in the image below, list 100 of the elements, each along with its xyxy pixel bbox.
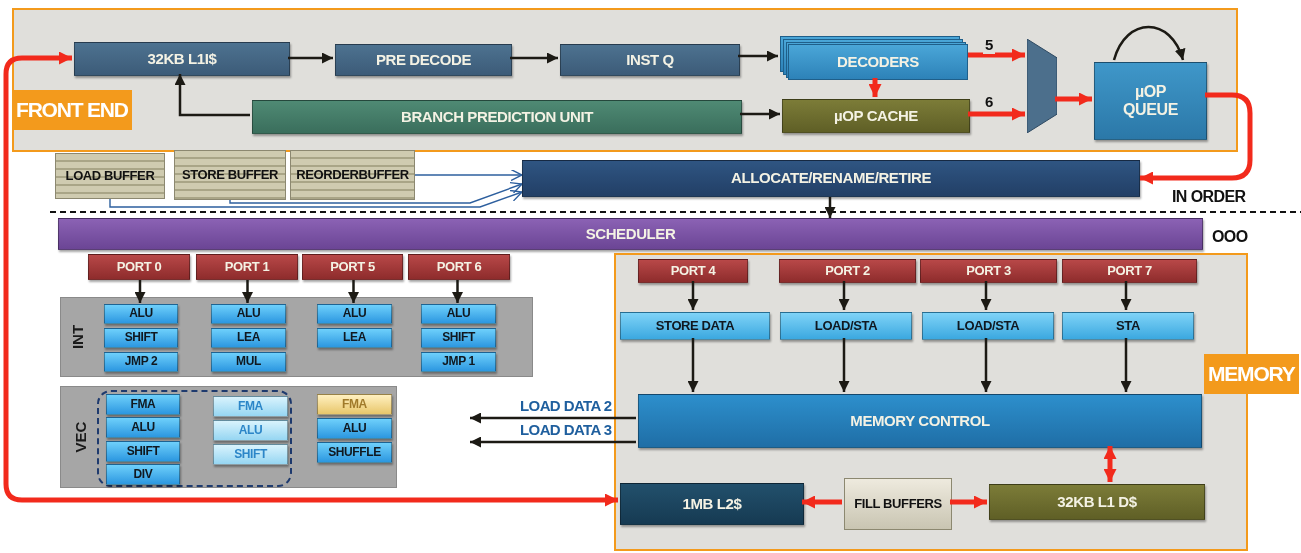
cache-box <box>782 99 970 133</box>
box-label: PORT 1 <box>224 259 270 275</box>
arrow <box>1103 446 1117 482</box>
arrow <box>968 107 1025 121</box>
unit-box <box>213 420 288 441</box>
arrow <box>242 280 253 303</box>
unit-box <box>421 352 496 372</box>
box-label: SHUFFLE <box>328 445 381 460</box>
buffer-box <box>290 150 415 200</box>
unit-box <box>317 394 392 415</box>
box-label: SHIFT <box>234 447 267 462</box>
port-box <box>638 259 748 283</box>
box-label: ALU <box>446 307 471 321</box>
port-box <box>920 259 1057 283</box>
arrow <box>414 168 523 182</box>
box-label: µOP CACHE <box>834 107 918 125</box>
arrow <box>510 52 558 64</box>
buffer-box <box>844 478 952 530</box>
arrow <box>1140 92 1253 185</box>
arrow <box>288 52 333 64</box>
unit-box <box>106 464 180 485</box>
box-label: SCHEDULER <box>585 225 676 243</box>
box-label: STORE DATA <box>655 318 735 334</box>
box-label: SHIFT <box>442 331 475 345</box>
box-label: ALU <box>236 307 261 321</box>
arrow <box>1120 281 1132 310</box>
process-box <box>638 394 1202 448</box>
box-label: ALU <box>342 421 367 436</box>
arrow <box>3 51 618 507</box>
arrow <box>134 280 146 303</box>
unit-box <box>211 328 286 348</box>
box-label: LOAD/STA <box>814 318 878 334</box>
box-label: FMA <box>130 397 156 412</box>
box-label: PORT 5 <box>330 259 375 275</box>
arrow <box>470 412 636 424</box>
unit-box <box>106 394 180 415</box>
arrow <box>470 436 636 448</box>
arrow <box>174 74 250 117</box>
arrow <box>838 338 850 392</box>
multiplexer-shape <box>1027 39 1057 133</box>
arrow <box>838 281 850 310</box>
port-box <box>196 254 298 280</box>
box-label: FMA <box>238 399 263 414</box>
box-label: PRE DECODE <box>375 51 472 69</box>
box-label: ALU <box>129 307 153 321</box>
box-label: MUL <box>236 355 261 369</box>
box-label: REORDERBUFFER <box>296 167 409 183</box>
unit-panel <box>60 386 397 488</box>
unit-box <box>106 441 180 462</box>
unit-box <box>317 442 392 463</box>
arrow <box>1120 338 1132 392</box>
port-box <box>1062 259 1197 283</box>
cache-box <box>620 483 804 525</box>
buffer-box <box>174 150 286 200</box>
unit-box <box>421 304 496 324</box>
arrow <box>687 338 699 392</box>
cache-box <box>989 484 1205 520</box>
box-label: FILL BUFFERS <box>854 496 942 512</box>
section-panel <box>12 8 1238 152</box>
section-label: INT <box>68 324 86 350</box>
section-label: VEC <box>71 421 89 453</box>
arrow <box>968 48 1025 62</box>
arrow <box>452 280 463 303</box>
arrow <box>1112 25 1185 61</box>
arrow <box>740 108 780 120</box>
port-box <box>408 254 510 280</box>
arrow <box>950 495 987 509</box>
unit-box <box>421 328 496 348</box>
box-label: LOAD BUFFER <box>65 168 155 184</box>
arrow <box>348 280 359 303</box>
arrow <box>868 78 882 97</box>
box-label: 1MB L2$ <box>682 495 742 513</box>
decoder-stack <box>780 36 970 80</box>
box-label: PORT 2 <box>825 263 870 279</box>
port-box <box>88 254 190 280</box>
box-label: PORT 3 <box>966 263 1011 279</box>
unit-box <box>1062 312 1194 340</box>
unit-box <box>104 304 178 324</box>
unit-box <box>104 352 178 372</box>
box-label: STORE BUFFER <box>181 167 279 183</box>
box-label: ALLOCATE/RENAME/RETIRE <box>730 170 932 187</box>
unit-box <box>620 312 770 340</box>
unit-box <box>922 312 1054 340</box>
box-label: BRANCH PREDICTION UNIT <box>401 108 593 126</box>
port-box <box>302 254 403 280</box>
box-label: 32KB L1I$ <box>147 50 217 68</box>
unit-box <box>317 328 392 348</box>
unit-panel <box>60 297 533 377</box>
arrow <box>109 189 523 208</box>
box-label: 32KB L1 D$ <box>1057 493 1137 511</box>
box-label: µOP QUEUE <box>1122 83 1179 119</box>
box-label: ALU <box>238 423 263 438</box>
arrow <box>802 495 842 509</box>
arrow <box>980 281 992 310</box>
box-label: LOAD/STA <box>956 318 1020 334</box>
process-box <box>252 100 742 134</box>
arrow <box>229 181 523 204</box>
unit-box <box>211 352 286 372</box>
process-box <box>560 44 740 76</box>
process-box <box>335 44 512 76</box>
